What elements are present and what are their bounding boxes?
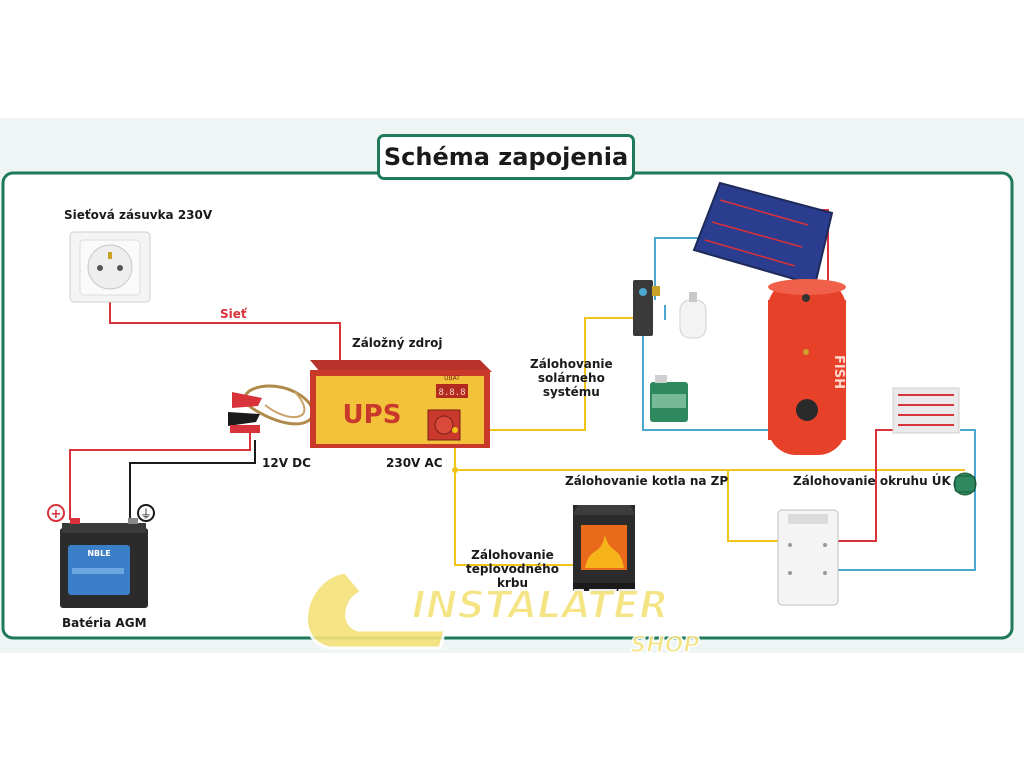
plus-symbol (47, 504, 65, 522)
label-ac: 230V AC (386, 456, 443, 470)
label-network: Sieť (220, 307, 247, 321)
hot-water-tank (768, 279, 846, 455)
gas-boiler (777, 509, 839, 606)
label-heating-circuit: Zálohovanie okruhu ÚK (793, 474, 951, 488)
ac-junction (452, 427, 458, 433)
tank-brand: FISH (831, 355, 846, 389)
label-dc: 12V DC (262, 456, 311, 470)
ac-junction-2 (452, 467, 458, 473)
agm-battery (60, 518, 148, 608)
ubat-text: UBAT (444, 375, 460, 382)
solar-pump-station (633, 280, 660, 336)
antifreeze-canister (650, 375, 688, 422)
svg-text:8.8.8: 8.8.8 (438, 388, 465, 398)
power-socket (69, 231, 151, 303)
label-fireplace: Zálohovanie teplovodného krbu (466, 548, 559, 590)
diagram-title: Schéma zapojenia (383, 143, 629, 171)
expansion-vessel (679, 292, 707, 339)
label-solar: Zálohovanie solárneho systému (530, 357, 613, 399)
label-backup-source: Záložný zdroj (352, 336, 443, 350)
ground-symbol (137, 504, 155, 522)
ac-wire-fireplace (454, 430, 575, 566)
logo-main-text: INSTALATER (412, 583, 669, 627)
radiator (892, 387, 960, 434)
solar-panel (692, 181, 834, 287)
heating-supply-pipe (838, 429, 895, 542)
ac-wire-solar (455, 317, 645, 431)
label-boiler-gas: Zálohovanie kotla na ZP (565, 474, 729, 488)
heating-return-pipe (838, 429, 976, 571)
fireplace (573, 505, 635, 591)
ac-wire-boiler (727, 470, 780, 542)
network-cable (109, 300, 341, 360)
solar-return-pipe (654, 237, 698, 300)
circulation-pump (953, 472, 977, 496)
ground-symbol-text: ⏚ (140, 507, 152, 521)
battery-negative-wire (129, 440, 256, 520)
label-socket: Sieťová zásuvka 230V (64, 208, 213, 222)
installater-logo (305, 570, 447, 650)
diagram-title-box: Schéma zapojenia (377, 134, 635, 180)
logo-sub-text: SHOP (630, 633, 699, 658)
solar-cold-pipe (642, 335, 770, 431)
battery-positive-wire (69, 430, 251, 520)
battery-brand: NBLE (87, 549, 110, 558)
plus-symbol-text: + (51, 507, 62, 522)
label-battery: Batéria AGM (62, 616, 147, 630)
ups-text: UPS (343, 400, 402, 430)
